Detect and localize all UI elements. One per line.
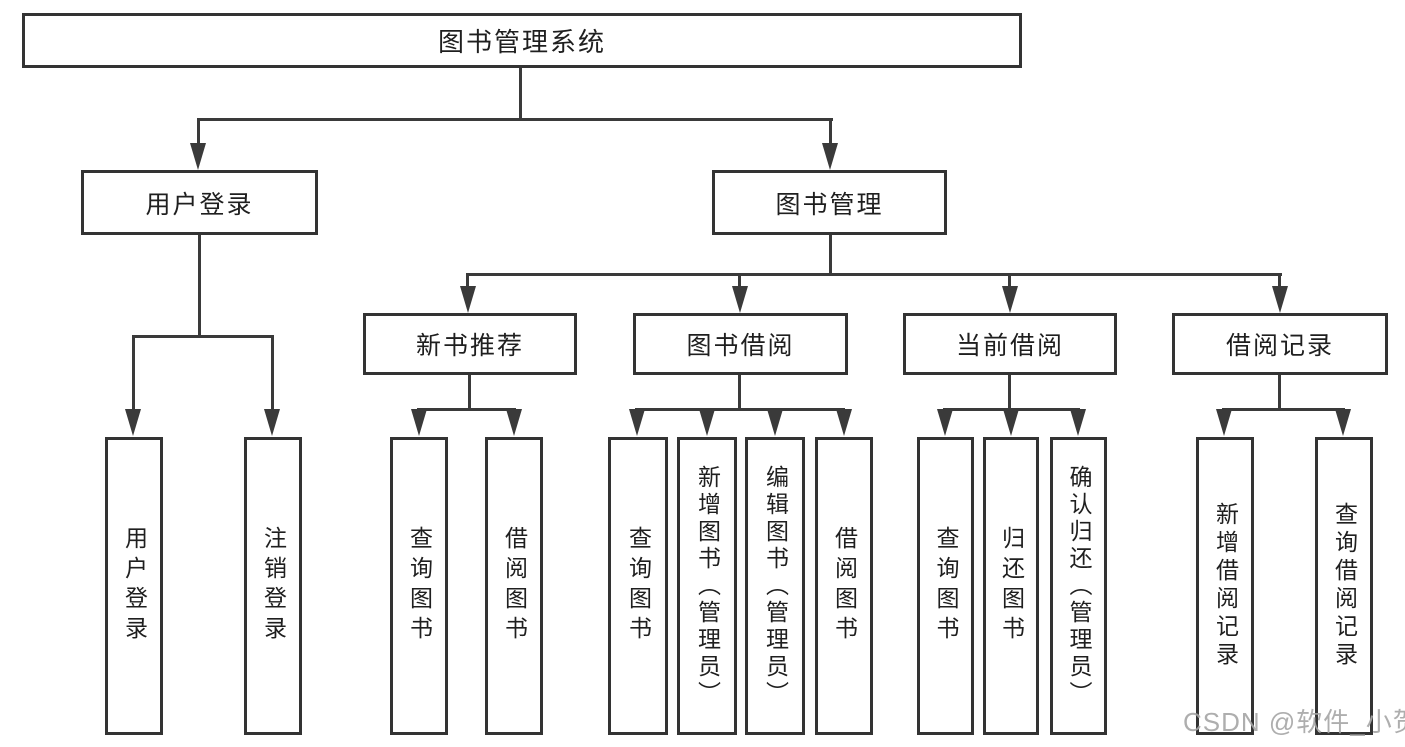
connector-line [197,118,200,148]
node-root: 图书管理系统 [22,13,1022,68]
connector-line [1222,408,1345,411]
arrow-down-icon [1002,286,1018,313]
arrow-down-icon [264,409,280,436]
connector-line [466,273,1282,276]
arrow-down-icon [190,143,206,170]
connector-line [417,408,516,411]
arrow-down-icon [1003,409,1019,436]
connector-line [829,118,832,148]
connector-line [1008,273,1011,288]
arrow-down-icon [460,286,476,313]
arrow-down-icon [1070,409,1086,436]
arrow-down-icon [1272,286,1288,313]
connector-line [1278,273,1281,288]
leaf-query-borrow-record: 查询借阅记录 [1315,437,1373,735]
leaf-add-book-admin: 新增图书（管理员） [677,437,737,735]
arrow-down-icon [125,409,141,436]
connector-line [198,235,201,335]
connector-line [1008,375,1011,408]
connector-line [132,335,135,411]
leaf-logout-login: 注销登录 [244,437,302,735]
connector-line [738,273,741,288]
leaf-return-book: 归还图书 [983,437,1039,735]
csdn-watermark: CSDN @软件_小贺同学 [1183,707,1405,737]
arrow-down-icon [836,409,852,436]
node-new-book-recommend: 新书推荐 [363,313,577,375]
arrow-down-icon [937,409,953,436]
connector-line [635,408,845,411]
arrow-down-icon [1335,409,1351,436]
leaf-confirm-return-admin: 确认归还（管理员） [1050,437,1107,735]
connector-line [466,273,469,288]
leaf-query-book-current: 查询图书 [917,437,974,735]
leaf-borrow-book: 借阅图书 [815,437,873,735]
connector-line [738,375,741,408]
connector-line [1278,375,1281,408]
arrow-down-icon [732,286,748,313]
connector-line [197,118,833,121]
leaf-user-login: 用户登录 [105,437,163,735]
leaf-add-borrow-record: 新增借阅记录 [1196,437,1254,735]
node-book-management: 图书管理 [712,170,947,235]
connector-line [468,375,471,408]
connector-line [132,335,274,338]
arrow-down-icon [1216,409,1232,436]
arrow-down-icon [506,409,522,436]
connector-line [519,68,522,118]
arrow-down-icon [629,409,645,436]
connector-line [271,335,274,411]
leaf-edit-book-admin: 编辑图书（管理员） [745,437,805,735]
connector-line [829,235,832,273]
node-user-login: 用户登录 [81,170,318,235]
arrow-down-icon [767,409,783,436]
arrow-down-icon [411,409,427,436]
arrow-down-icon [699,409,715,436]
leaf-borrow-book-recommend: 借阅图书 [485,437,543,735]
arrow-down-icon [822,143,838,170]
leaf-query-book-recommend: 查询图书 [390,437,448,735]
node-borrow-records: 借阅记录 [1172,313,1388,375]
leaf-query-book-borrow: 查询图书 [608,437,668,735]
node-current-borrow: 当前借阅 [903,313,1117,375]
node-book-borrow: 图书借阅 [633,313,848,375]
